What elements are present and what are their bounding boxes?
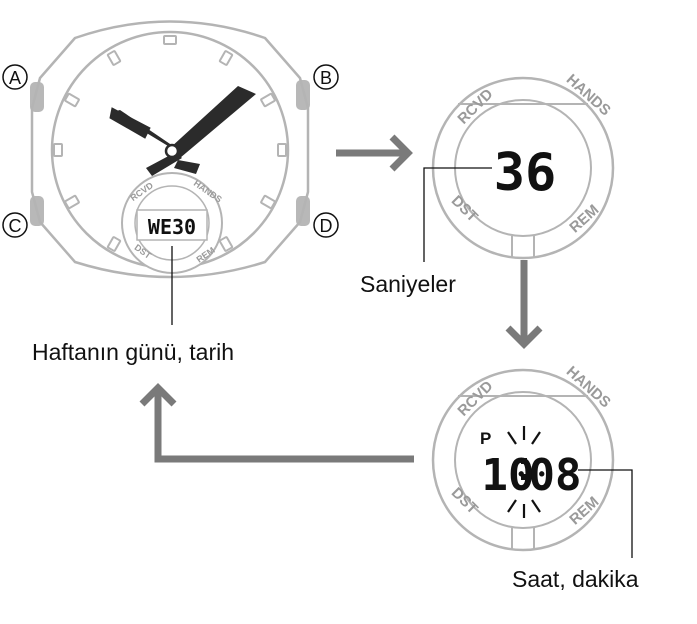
hour-markers bbox=[53, 35, 287, 252]
minute-value: 08 bbox=[529, 450, 582, 501]
seconds-value: 36 bbox=[494, 143, 557, 203]
time-pointer bbox=[578, 469, 633, 558]
time-bezel-dst: DST bbox=[448, 484, 481, 517]
time-label: Saat, dakika bbox=[512, 566, 639, 592]
weekday-date-label: Haftanın günü, tarih bbox=[32, 339, 234, 365]
button-c-letter: C bbox=[9, 216, 22, 236]
arrow-to-seconds bbox=[336, 134, 413, 172]
colon-blink-marks bbox=[507, 426, 541, 518]
colon-bottom-dot bbox=[521, 474, 527, 480]
seconds-bezel-rem: REM bbox=[566, 201, 602, 236]
minute-hand-tail2 bbox=[174, 160, 200, 174]
time-display-watch: RCVD HANDS DST REM P 10 08 bbox=[431, 363, 633, 558]
arrow-to-weekday-date bbox=[139, 383, 414, 463]
button-labels: A B C D bbox=[2, 64, 339, 238]
hand-pivot bbox=[164, 143, 180, 159]
button-a-letter: A bbox=[9, 68, 21, 88]
seconds-label: Saniyeler bbox=[360, 271, 456, 297]
main-watch: RCVD HANDS DST REM WE30 bbox=[30, 20, 310, 325]
seconds-display-watch: RCVD HANDS DST REM 36 bbox=[423, 71, 615, 262]
seconds-pointer bbox=[423, 167, 492, 262]
minute-hand bbox=[170, 86, 256, 158]
arrow-to-time bbox=[505, 260, 543, 349]
pm-indicator: P bbox=[480, 429, 491, 448]
seconds-bezel-hands: HANDS bbox=[563, 71, 614, 119]
seconds-bezel-dst: DST bbox=[448, 192, 481, 225]
button-d-letter: D bbox=[320, 216, 333, 236]
hour-hand-blade bbox=[109, 107, 151, 139]
colon-top-dot bbox=[521, 458, 527, 464]
button-b-letter: B bbox=[320, 68, 332, 88]
weekday-date-display: WE30 bbox=[148, 215, 196, 239]
time-bezel-hands: HANDS bbox=[563, 363, 614, 411]
sub-dial-lcd bbox=[136, 209, 208, 241]
watch-case-outline bbox=[30, 20, 310, 279]
